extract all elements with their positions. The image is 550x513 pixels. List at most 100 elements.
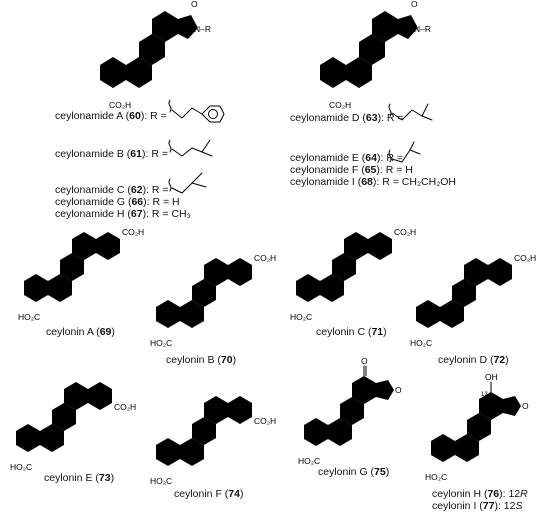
compound-name: ceylonamide H	[55, 208, 125, 220]
carboxyl-label: CO₂H	[514, 253, 536, 263]
carboxyl-label: CO₂H	[109, 100, 131, 110]
compound-number: 61	[130, 148, 142, 160]
ether-o-label: O	[234, 267, 241, 277]
compound-number: 73	[98, 472, 111, 484]
compound-suffix: )	[385, 466, 390, 478]
compound-name: ceylonamide A	[55, 110, 123, 122]
c12-locant-label: 12	[481, 392, 488, 398]
stereo-descriptor: S	[515, 500, 523, 512]
h-label: H	[448, 302, 454, 312]
r-group-isobutyl-e	[388, 141, 421, 163]
compound-name: ceylonin G	[318, 466, 368, 478]
r-group-isobutyl-c	[168, 172, 207, 194]
compound-label-76: ceylonin H (76): 12R	[432, 488, 528, 501]
paren-open: (	[367, 466, 375, 478]
compound-label-64: ceylonamide E (64): R =	[290, 152, 403, 165]
compound-label-67: ceylonamide H (67): R = CH₃	[55, 208, 191, 221]
carbonyl-o-label: O	[191, 0, 198, 9]
furan-o-label: O	[395, 385, 402, 395]
compound-number: 72	[493, 354, 506, 366]
h-label: H	[328, 276, 334, 286]
compound-suffix: ): R =	[140, 110, 167, 122]
carbonyl-o-label: O	[411, 0, 418, 9]
compound-suffix: )	[111, 326, 115, 338]
amide-n-r-label: N–R	[194, 24, 211, 34]
ceylonin-b-structure: O CO₂H H HO₂C	[150, 253, 276, 348]
compound-number: 74	[228, 488, 240, 500]
compound-suffix: ): R =	[377, 112, 404, 124]
compound-name: ceylonamide B	[55, 148, 124, 160]
compound-label-60: ceylonamide A (60): R =	[55, 110, 167, 123]
compound-name: ceylonamide F	[290, 164, 359, 176]
compound-label-72: ceylonin D (72)	[438, 354, 509, 367]
compound-label-69: ceylonin A (69)	[46, 326, 115, 339]
ether-o-label: O	[94, 391, 101, 401]
h-label: H	[336, 420, 342, 430]
compound-label-73: ceylonin E (73)	[44, 472, 114, 485]
paren-open: (	[358, 164, 365, 176]
paren-open: (	[123, 148, 131, 160]
compound-name: ceylonamide D	[290, 112, 360, 124]
paren-open: (	[358, 152, 366, 164]
compound-name: ceylonin C	[316, 326, 366, 338]
ketone-o-label: O	[361, 356, 368, 366]
paren-open: (	[359, 112, 366, 124]
compound-name: ceylonin I	[432, 500, 477, 512]
ether-o-label: O	[494, 267, 501, 277]
ether-o-label: O	[234, 405, 241, 415]
compound-label-66: ceylonamide G (66): R = H	[55, 196, 180, 209]
ceylonin-g-structure: O O H HO₂C	[298, 356, 402, 466]
ceylonin-d-structure: O CO₂H H HO₂C	[410, 253, 536, 348]
compound-name: ceylonamide G	[55, 196, 126, 208]
ho2c-label: HO₂C	[290, 312, 312, 322]
compound-number: 77	[482, 500, 495, 512]
compound-number: 67	[130, 208, 143, 220]
compound-label-68: ceylonamide I (68): R = CH₂CH₂OH	[290, 176, 456, 189]
compound-name: ceylonin B	[166, 354, 215, 366]
compound-label-65: ceylonamide F (65): R = H	[290, 164, 413, 177]
paren-open: (	[221, 488, 229, 500]
ceylonamide-structure-right: O N–R CO₂H	[320, 0, 431, 110]
compound-label-77: ceylonin I (77): 12S	[432, 500, 523, 513]
ho2c-label: HO₂C	[425, 472, 447, 482]
compound-label-71: ceylonin C (71)	[316, 326, 387, 339]
h-label: H	[48, 426, 54, 436]
compound-number: 75	[374, 466, 386, 478]
compound-number: 66	[131, 196, 144, 208]
carboxyl-label: CO₂H	[122, 227, 144, 237]
compound-label-70: ceylonin B (70)	[166, 354, 236, 367]
compound-suffix: )	[239, 488, 244, 500]
compound-suffix: ): R =	[376, 152, 403, 164]
compound-number: 62	[130, 184, 143, 196]
stereo-descriptor: R	[520, 488, 528, 500]
compound-number: 69	[99, 326, 112, 338]
h-label: H	[463, 436, 469, 446]
compound-name: ceylonamide E	[290, 152, 359, 164]
ceylonin-c-structure: O CO₂H H HO₂C	[290, 227, 416, 322]
compound-name: ceylonin F	[174, 488, 222, 500]
compound-suffix: )	[505, 354, 509, 366]
compound-name: ceylonin A	[46, 326, 94, 338]
compound-label-75: ceylonin G (75)	[318, 466, 389, 479]
compound-suffix: ): 12	[494, 500, 516, 512]
paren-open: (	[214, 354, 221, 366]
carboxyl-label: CO₂H	[254, 416, 276, 426]
carboxyl-label: CO₂H	[329, 100, 351, 110]
compound-suffix: ): R =	[141, 148, 168, 160]
r-group-phenethyl	[168, 99, 225, 123]
furan-o-label: O	[522, 401, 529, 411]
h-label: H	[56, 276, 62, 286]
ceylonin-e-structure: O CO₂H H HO₂C	[10, 382, 136, 472]
paren-open: (	[93, 326, 100, 338]
compound-label-62: ceylonamide C (62): R =	[55, 184, 169, 197]
r-group-isopentyl-d	[388, 103, 433, 121]
paren-open: (	[124, 208, 131, 220]
ceylonamide-structure-left: O N–R CO₂H	[100, 0, 211, 110]
compound-number: 68	[361, 176, 373, 188]
compound-label-74: ceylonin F (74)	[174, 488, 243, 501]
h-label: H	[188, 440, 194, 450]
compound-suffix: ): R = H	[143, 196, 180, 208]
amide-n-r-label: N–R	[414, 24, 431, 34]
ho2c-label: HO₂C	[150, 338, 172, 348]
ceylonin-f-structure: O CO₂H H HO₂C	[150, 396, 276, 486]
